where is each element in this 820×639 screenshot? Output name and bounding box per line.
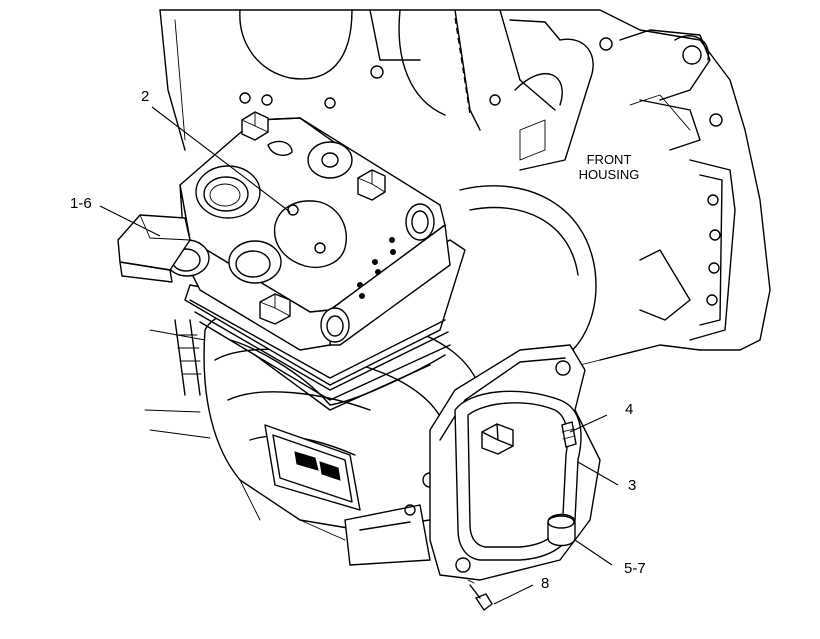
bolt-part-5-7 bbox=[547, 513, 576, 547]
front-housing-label-line2: HOUSING bbox=[578, 167, 640, 182]
callout-5-7: 5-7 bbox=[624, 560, 646, 577]
front-housing-label-line1: FRONT bbox=[586, 152, 632, 167]
callout-8: 8 bbox=[541, 575, 550, 592]
callout-1-6: 1-6 bbox=[70, 195, 92, 212]
bracket-part-1-6 bbox=[117, 214, 191, 283]
compressor-crankcase bbox=[144, 305, 524, 566]
callout-3: 3 bbox=[628, 477, 637, 494]
leader-lines bbox=[99, 106, 619, 605]
cylinder-head bbox=[164, 117, 451, 351]
plug-part-4 bbox=[561, 421, 577, 448]
callout-4: 4 bbox=[625, 401, 634, 418]
fitting-part-8 bbox=[467, 579, 493, 611]
front-housing-label: FRONT HOUSING bbox=[574, 152, 644, 182]
callout-2: 2 bbox=[141, 88, 150, 105]
bolt-cover-top bbox=[481, 423, 514, 455]
